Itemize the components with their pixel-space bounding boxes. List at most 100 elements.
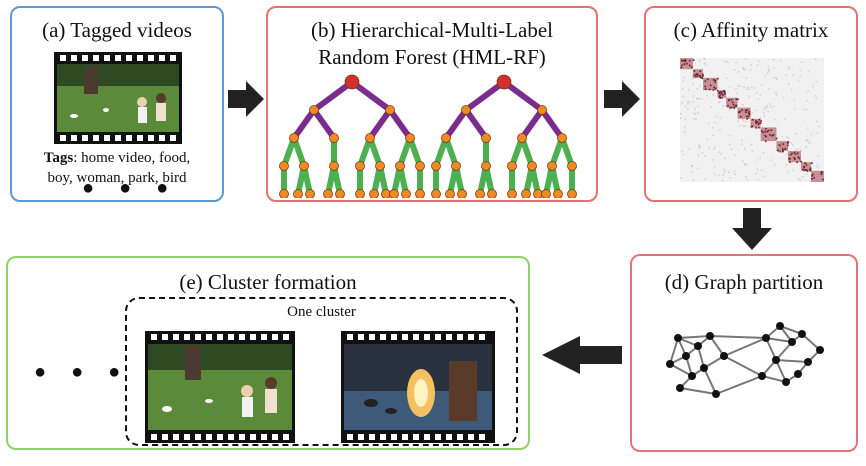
tree-node <box>537 105 547 115</box>
cluster-label: One cluster <box>287 304 356 320</box>
graph-node <box>666 360 674 368</box>
tree-node <box>389 189 399 198</box>
panel-hml-rf: (b) Hierarchical-Multi-Label Random Fore… <box>266 6 598 202</box>
graph-edge <box>703 367 717 395</box>
graph-node <box>798 330 806 338</box>
graph-node <box>816 346 824 354</box>
tree-node <box>451 161 461 171</box>
graph-node <box>706 332 714 340</box>
tree-node <box>527 161 537 171</box>
tags-text: Tags: home video, food, boy, woman, park… <box>12 148 222 188</box>
graph-edge <box>677 335 711 339</box>
tree-node <box>329 133 339 143</box>
panel-d-title: (d) Graph partition <box>664 270 824 294</box>
tags-ellipsis: ● ● ● <box>82 177 179 199</box>
tree-node <box>445 189 455 198</box>
tree-node <box>431 161 441 171</box>
tree-node <box>461 105 471 115</box>
graph-node <box>758 372 766 380</box>
panel-a-title: (a) Tagged videos <box>42 18 192 42</box>
graph-node <box>788 338 796 346</box>
tree-node <box>405 133 415 143</box>
tree-node <box>329 161 339 171</box>
arrow-right-icon <box>228 81 264 117</box>
graph-edge <box>669 337 679 365</box>
graph-edge <box>775 359 787 383</box>
matrix-block <box>800 162 812 171</box>
graph-edge <box>709 335 725 357</box>
cluster-box: One cluster <box>125 297 518 446</box>
graph-icon <box>666 322 824 398</box>
graph-node <box>688 372 696 380</box>
graph-edge <box>679 387 717 395</box>
panel-e-title: (e) Cluster formation <box>179 270 357 294</box>
film-strip-icon <box>54 52 182 144</box>
graph-edge <box>723 337 767 357</box>
tree-node <box>279 189 289 198</box>
graph-node <box>804 358 812 366</box>
graph-node <box>712 390 720 398</box>
tree-node <box>567 189 577 198</box>
tree-node <box>293 189 303 198</box>
tree-node <box>557 133 567 143</box>
matrix-block <box>788 151 801 163</box>
tree-node <box>441 133 451 143</box>
film-strip-icon <box>341 331 495 443</box>
tree-node <box>507 189 517 198</box>
tree-root-node <box>344 74 360 90</box>
tree-node <box>309 105 319 115</box>
graph-node <box>700 364 708 372</box>
tree-node <box>299 161 309 171</box>
matrix-block <box>692 69 704 78</box>
graph-edge <box>775 359 809 363</box>
panel-c-title: (c) Affinity matrix <box>673 18 829 42</box>
graph-node <box>782 378 790 386</box>
tree-node <box>431 189 441 198</box>
tags-line-2: boy, woman, park, bird <box>47 170 187 186</box>
tree-node <box>355 189 365 198</box>
graph-node <box>720 352 728 360</box>
tree-node <box>395 161 405 171</box>
tree-node <box>457 189 467 198</box>
graph-node <box>794 370 802 378</box>
panel-affinity-matrix: (c) Affinity matrix <box>644 6 858 202</box>
graph-edge <box>775 341 793 361</box>
tree-node <box>289 133 299 143</box>
graph-node <box>674 334 682 342</box>
tree-node <box>547 161 557 171</box>
tree-node <box>369 189 379 198</box>
panel-b-title-line-1: (b) Hierarchical-Multi-Label <box>311 18 553 42</box>
panel-tagged-videos: (a) Tagged videos Tags: home video, food… <box>10 6 224 202</box>
panel-b-title-line-2: Random Forest (HML-RF) <box>318 45 546 69</box>
tree-icon <box>279 74 577 198</box>
graph-edge <box>801 333 821 351</box>
tree-node <box>401 189 411 198</box>
film-strip-icon <box>145 331 295 443</box>
tree-node <box>517 133 527 143</box>
tree-node <box>385 105 395 115</box>
tree-node <box>481 161 491 171</box>
graph-node <box>676 384 684 392</box>
tree-node <box>355 161 365 171</box>
graph-edge <box>709 335 767 339</box>
tree-root-node <box>496 74 512 90</box>
tree-node <box>305 189 315 198</box>
matrix-block <box>811 170 824 182</box>
graph-node <box>776 322 784 330</box>
tree-node <box>481 133 491 143</box>
tree-node <box>521 189 531 198</box>
arrow-left-icon <box>542 336 622 374</box>
arrow-right-icon <box>604 81 640 117</box>
arrow-down-icon <box>732 208 772 250</box>
tree-node <box>375 161 385 171</box>
graph-node <box>772 356 780 364</box>
tree-node <box>323 189 333 198</box>
graph-node <box>694 342 702 350</box>
tree-node <box>279 161 289 171</box>
tree-node <box>541 189 551 198</box>
graph-edge <box>765 337 777 361</box>
tree-node <box>415 161 425 171</box>
affinity-matrix <box>680 58 824 182</box>
graph-edge <box>765 337 793 343</box>
tree-node <box>487 189 497 198</box>
